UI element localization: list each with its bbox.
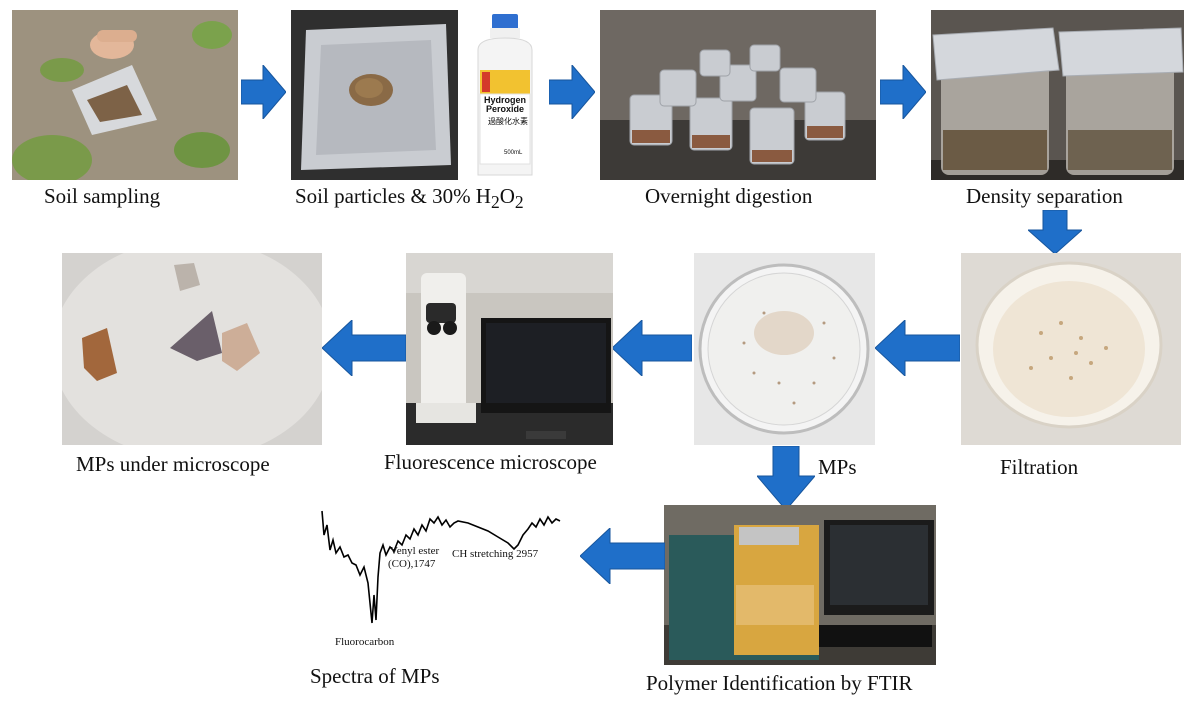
fluorescence-microscope-photo: [406, 253, 613, 445]
caption-spectra-of-mps: Spectra of MPs: [310, 664, 440, 688]
caption-fluorescence-microscope: Fluorescence microscope: [384, 450, 597, 474]
arrow-filtration-to-mps: [875, 320, 960, 376]
arrow-mps-to-ftir: [757, 446, 815, 510]
caption-polymer-identification: Polymer Identification by FTIR: [646, 671, 913, 695]
arrow-digestion-to-density: [880, 65, 926, 119]
caption-soil-sampling: Soil sampling: [44, 184, 161, 208]
caption-soil-particles: Soil particles & 30% H2O2: [295, 184, 524, 213]
caption-mps: MPs: [818, 455, 857, 479]
hydrogen-peroxide-bottle-photo: Hydrogen Peroxide 過酸化水素 500mL: [468, 10, 542, 180]
density-separation-photo: [931, 10, 1184, 180]
caption-filtration: Filtration: [1000, 455, 1079, 479]
annotation-ch-stretching: CH stretching 2957: [452, 548, 539, 560]
caption-overnight-digestion: Overnight digestion: [645, 184, 813, 208]
arrow-density-to-filtration: [1028, 210, 1082, 254]
bottle-label-name: Hydrogen Peroxide: [483, 95, 526, 114]
arrow-sampling-to-particles: [241, 65, 286, 119]
soil-sampling-photo: [12, 10, 238, 180]
arrow-particles-to-digestion: [549, 65, 595, 119]
mps-petri-dish-photo: [694, 253, 875, 445]
arrow-ftir-to-spectra: [580, 528, 665, 584]
spectrum-line: [321, 510, 561, 624]
mps-under-microscope-photo: [62, 253, 322, 445]
soil-particles-photo: [291, 10, 458, 180]
ftir-spectrum-plot: [318, 505, 563, 635]
annotation-vinyl-ester: Venyl ester: [390, 545, 440, 557]
bottle-label-japanese: 過酸化水素: [488, 117, 528, 126]
arrow-mps-to-microscope: [612, 320, 692, 376]
annotation-fluorocarbon: Fluorocarbon: [335, 636, 395, 648]
arrow-microscope-to-mps-view: [322, 320, 406, 376]
filtration-photo: [961, 253, 1181, 445]
bottle-label-volume: 500mL: [504, 150, 523, 156]
annotation-vinyl-ester-detail: (CO),1747: [388, 558, 436, 570]
ftir-instrument-photo: [664, 505, 936, 665]
caption-density-separation: Density separation: [966, 184, 1123, 208]
overnight-digestion-photo: [600, 10, 876, 180]
caption-mps-under-microscope: MPs under microscope: [76, 452, 270, 476]
